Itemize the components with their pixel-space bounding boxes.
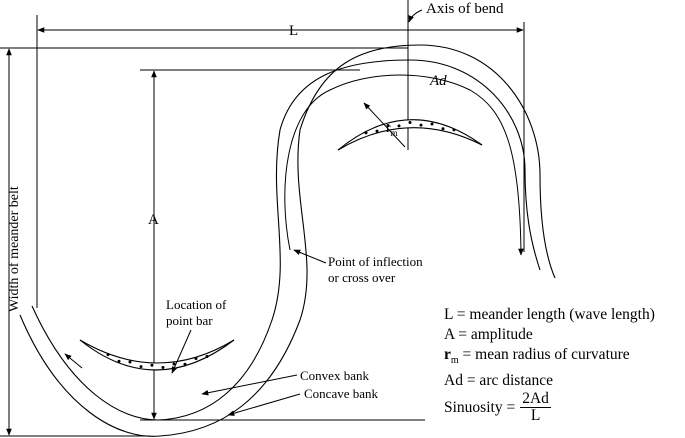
legend-rm-definition: rm = mean radius of curvature <box>444 345 655 371</box>
rm-label: rm <box>386 121 398 138</box>
stipple-dot <box>386 124 390 127</box>
convex-bank-label: Convex bank <box>300 368 369 383</box>
stipple-dot <box>441 127 445 131</box>
axis-of-bend-leader <box>408 9 423 23</box>
stipple-dot <box>117 359 121 363</box>
legend-rm-subscript: m <box>450 355 459 367</box>
stipple-dot <box>430 122 434 126</box>
inflection-leader <box>293 249 327 264</box>
dimension-arrows <box>6 27 524 436</box>
flow-arrow-bottom-left <box>64 353 83 369</box>
point-bar-top <box>338 119 482 150</box>
meander-channel <box>19 44 556 437</box>
width-of-meander-belt-label: Width of meander belt <box>7 186 22 312</box>
rm-radius-arrow <box>363 102 406 148</box>
flow-arrows <box>64 9 524 416</box>
stipple-dot <box>172 362 176 366</box>
inner-concave-bottom <box>79 339 235 364</box>
l-label: L <box>289 23 298 39</box>
convex-bank-top <box>337 119 483 151</box>
sinuosity-fraction: 2Ad L <box>520 391 551 424</box>
concave-bank-leader <box>227 393 301 416</box>
sinuosity-numerator: 2Ad <box>520 390 551 409</box>
inner-bank-line <box>31 59 541 421</box>
point-bar-leader <box>171 329 192 374</box>
stipple-dot <box>419 123 423 127</box>
legend-ad-definition: Ad = arc distance <box>444 372 554 390</box>
sinuosity-label: Sinuosity = <box>444 398 516 416</box>
stipple-dot <box>139 365 143 369</box>
convex-bank-leader <box>201 374 298 396</box>
stipple-dot <box>183 362 187 366</box>
reference-lines <box>0 0 525 437</box>
stipple-dot <box>375 129 379 133</box>
legend-rm-symbol: r <box>444 346 451 363</box>
concave-bank-label: Concave bank <box>304 386 379 401</box>
amplitude-label: A <box>148 212 159 228</box>
outer-bank-line <box>19 44 556 437</box>
stipple-dot <box>150 363 154 367</box>
legend-l-definition: L = meander length (wave length) <box>444 306 655 323</box>
ad-label: Ad <box>429 73 447 89</box>
legend-rm-text: = mean radius of curvature <box>462 346 630 363</box>
sinuosity-denominator: L <box>530 407 541 425</box>
convex-bank-bottom <box>79 339 235 371</box>
axis-of-bend-label: Axis of bend <box>426 1 504 17</box>
legend-a-definition: A = amplitude <box>444 326 533 343</box>
stipple-dot <box>128 360 132 364</box>
legend: L = meander length (wave length) A = amp… <box>444 305 655 424</box>
stipple-dot <box>161 366 165 369</box>
legend-sinuosity: Sinuosity = 2Ad L <box>444 391 655 424</box>
stipple-dot <box>397 124 401 128</box>
thalweg-path <box>284 74 524 256</box>
inner-concave-top <box>337 127 483 151</box>
stipple-dot <box>408 121 412 124</box>
